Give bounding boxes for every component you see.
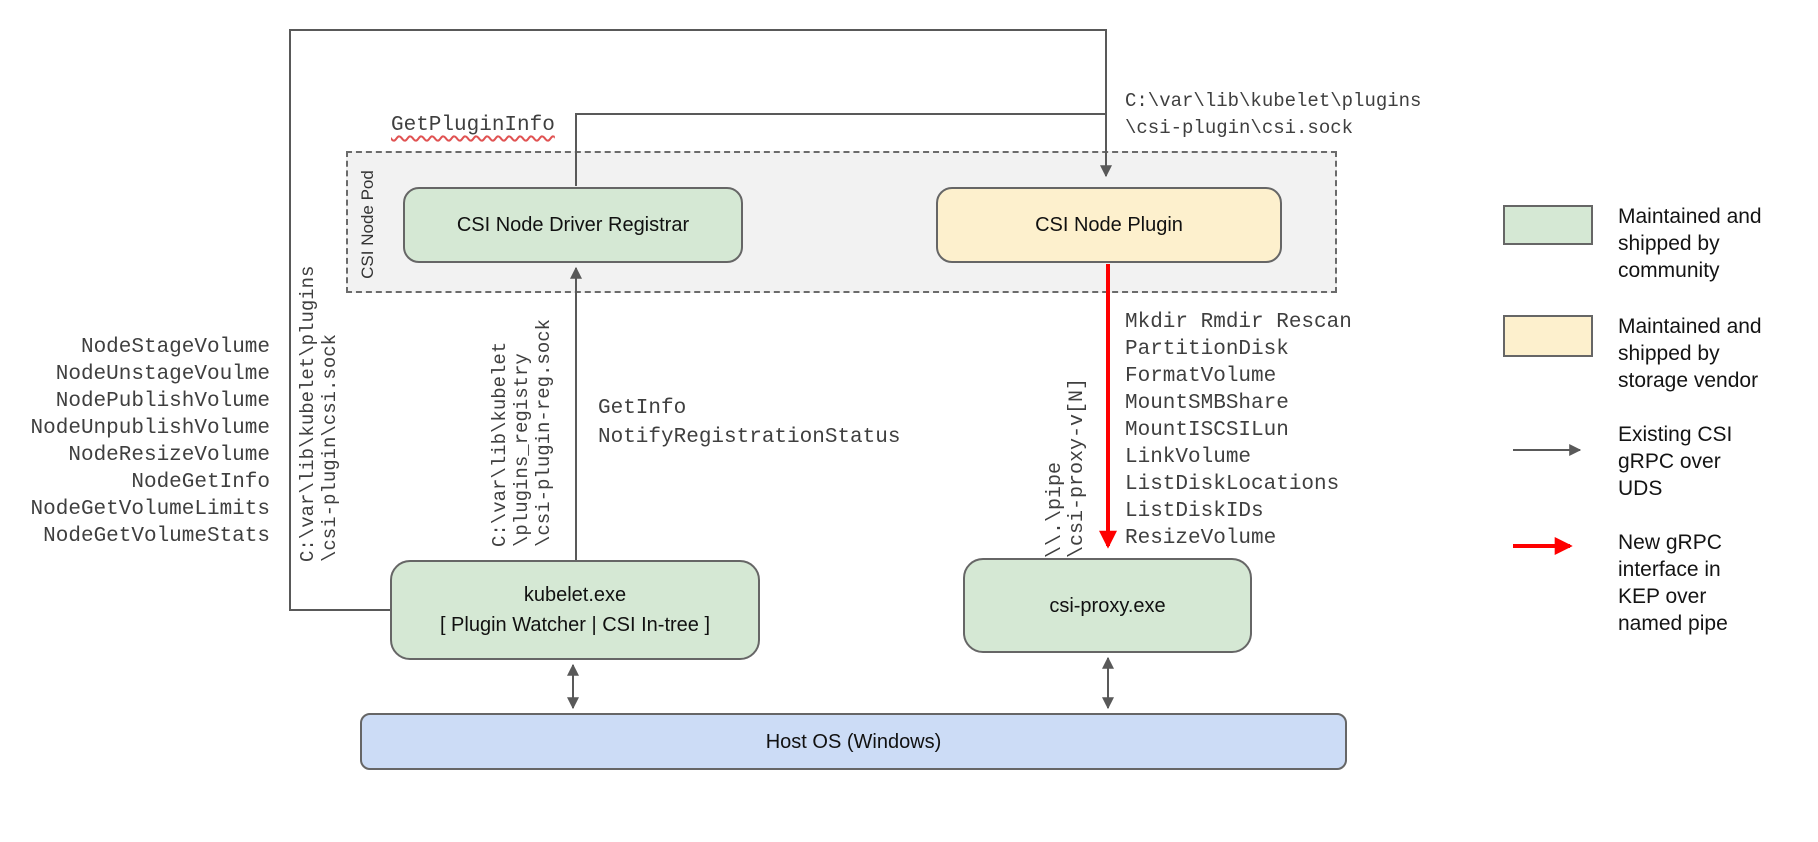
registry-socket-path-vertical-label: C:\var\lib\kubelet \plugins_registry \cs… — [489, 318, 555, 547]
legend-community-swatch — [1503, 205, 1593, 245]
legend-vendor-swatch — [1503, 315, 1593, 357]
csi-socket-path-vertical-label: C:\var\lib\kubelet\plugins \csi-plugin\c… — [297, 265, 341, 562]
host-os-box: Host OS (Windows) — [360, 713, 1347, 770]
csi-node-pod-label: CSI Node Pod — [358, 170, 377, 279]
node-rpc-list: NodeStageVolume NodeUnstageVoulme NodePu… — [30, 336, 270, 548]
csi-proxy-api-list: Mkdir Rmdir Rescan PartitionDisk FormatV… — [1125, 311, 1352, 550]
csi-node-plugin-box: CSI Node Plugin — [936, 187, 1282, 263]
named-pipe-path-vertical-label: \\.\pipe \csi-proxy-v[N] — [1044, 377, 1089, 558]
legend-new-grpc-label: New gRPC interface in KEP over named pip… — [1618, 531, 1728, 635]
kubelet-box: kubelet.exe [ Plugin Watcher | CSI In-tr… — [390, 560, 760, 660]
legend-existing-grpc-label: Existing CSI gRPC over UDS — [1618, 423, 1733, 500]
node-driver-registrar-box: CSI Node Driver Registrar — [403, 187, 743, 263]
legend-community-label: Maintained and shipped by community — [1618, 205, 1762, 282]
csi-proxy-box: csi-proxy.exe — [963, 558, 1252, 653]
registration-rpc-list: GetInfo NotifyRegistrationStatus — [598, 397, 901, 449]
getplugininfo-label: GetPluginInfo — [391, 114, 555, 137]
csi-socket-path-top-label: C:\var\lib\kubelet\plugins \csi-plugin\c… — [1125, 90, 1422, 139]
legend-vendor-label: Maintained and shipped by storage vendor — [1618, 315, 1762, 392]
